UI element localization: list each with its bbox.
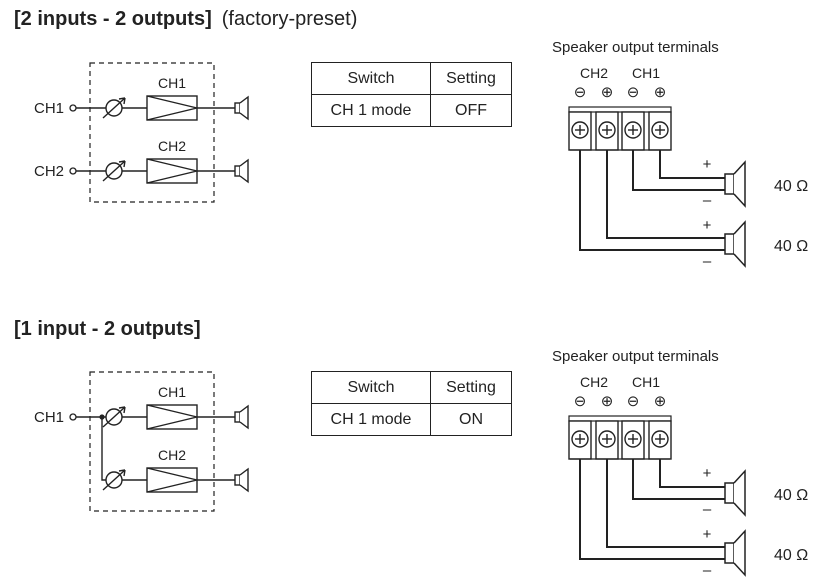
speaker2-minus: –: [703, 562, 712, 579]
terminals-title: Speaker output terminals: [552, 39, 719, 56]
amp-label-ch2: CH2: [158, 138, 186, 154]
speaker2-minus: –: [703, 253, 712, 270]
amplifier-ch1: [146, 95, 198, 121]
terminal-channel-ch1: CH1: [632, 374, 660, 390]
terminal-screw: [568, 420, 592, 460]
speaker-icon-ch1: [234, 405, 249, 429]
setting-header: Setting: [430, 62, 512, 95]
speaker-icon-ch1: [234, 96, 249, 120]
polarity-minus-icon: ⊖: [574, 84, 587, 101]
switch-setting: ON: [430, 403, 512, 436]
terminal-channel-ch1: CH1: [632, 65, 660, 81]
amplifier-ch1: [146, 404, 198, 430]
polarity-plus-icon: ⊕: [654, 393, 667, 410]
volume-control-ch1: [102, 97, 126, 119]
speaker-icon-ch2: [234, 468, 249, 492]
speaker-icon: [724, 161, 746, 207]
terminals-title: Speaker output terminals: [552, 348, 719, 365]
polarity-minus-icon: ⊖: [574, 393, 587, 410]
section-title-2in-2out: [2 inputs - 2 outputs] (factory-preset): [14, 8, 357, 31]
terminal-wiring-section1: Speaker output terminals CH2 CH1 ⊖ ⊕ ⊖ ⊕…: [552, 39, 808, 270]
input-jack-ch1: [69, 413, 77, 421]
polarity-minus-icon: ⊖: [627, 84, 640, 101]
speaker1-minus: –: [703, 192, 712, 209]
input-label-ch1: CH1: [34, 100, 64, 117]
speaker1-plus: +: [703, 465, 712, 482]
volume-control-ch1: [102, 406, 126, 428]
block-diagram-section1: CH1 CH1 CH2 CH2: [34, 62, 249, 203]
terminal-channel-ch2: CH2: [580, 374, 608, 390]
speaker-icon: [724, 530, 746, 576]
speaker-icon: [724, 470, 746, 516]
speaker-icon-ch2: [234, 159, 249, 183]
speaker2-plus: +: [703, 526, 712, 543]
switch-table-section1: Switch Setting CH 1 mode OFF: [311, 62, 512, 127]
amp-label-ch1: CH1: [158, 75, 186, 91]
block-diagram-section2: CH1 CH1 CH2: [34, 371, 249, 512]
speaker1-impedance: 40 Ω: [774, 487, 808, 504]
switch-name: CH 1 mode: [311, 403, 431, 436]
speaker1-minus: –: [703, 501, 712, 518]
switch-setting: OFF: [430, 94, 512, 127]
terminal-wiring-section2: Speaker output terminals CH2 CH1 ⊖ ⊕ ⊖ ⊕…: [552, 348, 808, 579]
input-jack-ch2: [69, 167, 77, 175]
input-jack-ch1: [69, 104, 77, 112]
amplifier-enclosure: [89, 62, 215, 203]
amp-label-ch2: CH2: [158, 447, 186, 463]
terminal-channel-ch2: CH2: [580, 65, 608, 81]
terminal-screw: [621, 111, 645, 151]
terminal-screw: [568, 111, 592, 151]
polarity-plus-icon: ⊕: [601, 84, 614, 101]
section-title-1in-2out: [1 input - 2 outputs]: [14, 318, 201, 341]
amp-label-ch1: CH1: [158, 384, 186, 400]
speaker1-plus: +: [703, 156, 712, 173]
section1-title: [2 inputs - 2 outputs]: [14, 8, 212, 30]
polarity-plus-icon: ⊕: [601, 393, 614, 410]
terminal-screw: [648, 111, 672, 151]
speaker1-impedance: 40 Ω: [774, 178, 808, 195]
terminal-screw: [595, 111, 619, 151]
amplifier-enclosure: [89, 371, 215, 512]
terminal-screw: [621, 420, 645, 460]
speaker-icon: [724, 221, 746, 267]
setting-header: Setting: [430, 371, 512, 404]
speaker2-plus: +: [703, 217, 712, 234]
switch-table-section2: Switch Setting CH 1 mode ON: [311, 371, 512, 436]
speaker2-impedance: 40 Ω: [774, 238, 808, 255]
amplifier-ch2: [146, 158, 198, 184]
switch-header: Switch: [311, 371, 431, 404]
speaker2-impedance: 40 Ω: [774, 547, 808, 564]
input-label-ch1: CH1: [34, 409, 64, 426]
polarity-plus-icon: ⊕: [654, 84, 667, 101]
section2-title: [1 input - 2 outputs]: [14, 318, 201, 340]
terminal-screw: [648, 420, 672, 460]
polarity-minus-icon: ⊖: [627, 393, 640, 410]
input-label-ch2: CH2: [34, 163, 64, 180]
amplifier-ch2: [146, 467, 198, 493]
section1-subtitle: (factory-preset): [221, 8, 358, 30]
terminal-screw: [595, 420, 619, 460]
volume-control-ch2: [102, 160, 126, 182]
volume-control-ch2: [102, 469, 126, 491]
switch-header: Switch: [311, 62, 431, 95]
